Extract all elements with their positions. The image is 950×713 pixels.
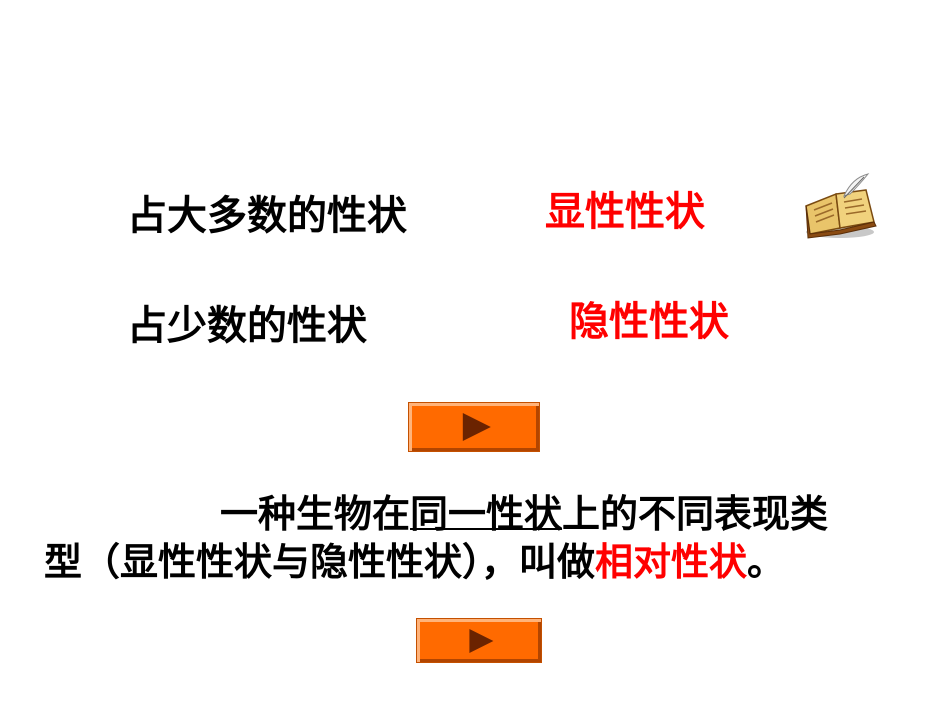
- paragraph-end: 。: [747, 540, 786, 584]
- relative-trait-term: 相对性状: [595, 540, 748, 584]
- open-book-with-quill-icon: [805, 173, 877, 239]
- recessive-label: 占少数的性状: [127, 303, 367, 349]
- dominant-label: 占大多数的性状: [127, 193, 407, 239]
- underlined-term: 同一性状: [410, 492, 563, 536]
- paragraph-text-1: 一种生物在: [220, 492, 411, 536]
- play-button-2[interactable]: [416, 618, 542, 663]
- dominant-term: 显性性状: [545, 189, 705, 235]
- definition-paragraph: 一种生物在同一性状上的不同表现类型（显性性状与隐性性状），叫做相对性状。: [44, 490, 844, 586]
- play-triangle-icon: [462, 413, 491, 441]
- recessive-term: 隐性性状: [569, 299, 729, 345]
- paragraph-text-2: 上的不同表现类型（显性性状与隐性性状），叫做: [44, 492, 829, 584]
- play-triangle-icon: [469, 628, 494, 653]
- play-button-1[interactable]: [408, 402, 540, 452]
